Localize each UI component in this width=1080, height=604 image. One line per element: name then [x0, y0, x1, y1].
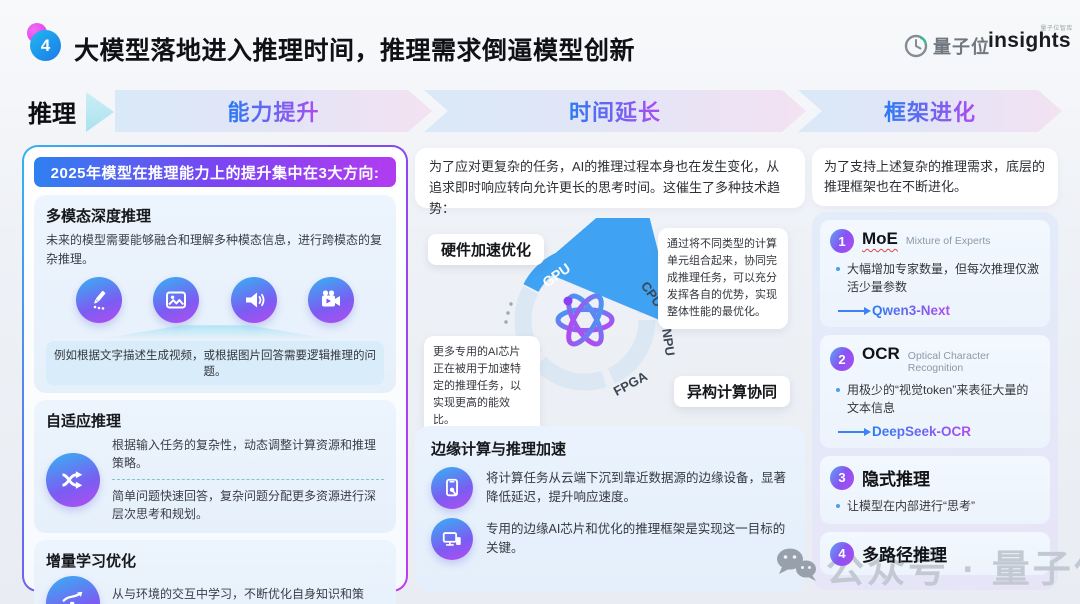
image-icon	[153, 277, 200, 324]
card-multipath: 4 多路径推理	[820, 532, 1050, 575]
gpu-arrow	[523, 218, 678, 328]
slide-number-badge: 4	[27, 23, 62, 62]
adaptive-line2: 简单问题快速回答，复杂问题分配更多资源进行深层次思考和规划。	[112, 489, 377, 522]
watermark-text: 公众号 · 量子位	[826, 549, 1080, 591]
shuffle-icon	[46, 452, 100, 507]
devices-icon	[431, 518, 473, 560]
edge-item-text: 专用的边缘AI芯片和优化的推理框架是实现这一目标的关键。	[486, 521, 786, 555]
card-number: 3	[830, 465, 854, 490]
edge-item: 将计算任务从云端下沉到靠近数据源的边缘设备，显著降低延迟，提升响应速度。	[431, 467, 789, 509]
flow-step-time: 时间延长	[424, 90, 806, 132]
insights-logo: 量子位智库 insights	[988, 26, 1072, 53]
insights-logo-sup: 量子位智库	[1040, 26, 1073, 32]
growth-chart-icon	[46, 576, 100, 604]
flow-step-capability: 能力提升	[115, 90, 432, 132]
framework-intro: 为了支持上述复杂的推理需求，底层的推理框架也在不断进化。	[812, 148, 1058, 206]
insights-logo-text: insights	[988, 29, 1071, 52]
qbitai-clock-icon	[904, 34, 928, 58]
bullet-dot	[836, 388, 840, 392]
atom-icon	[555, 293, 615, 347]
section-multimodal: 多模态深度推理 未来的模型需要能够融合和理解多种模态信息，进行跨模态的复杂推理。	[34, 195, 396, 394]
card-title: 隐式推理	[862, 470, 930, 489]
card-title: 多路径推理	[862, 546, 947, 565]
section-title: 多模态深度推理	[46, 208, 152, 225]
framework-cards: 1 MoE Mixture of Experts 大幅增加专家数量，但每次推理仅…	[812, 212, 1058, 590]
flow-step-label: 能力提升	[227, 95, 319, 127]
modality-icons-row	[46, 268, 384, 324]
card-subtitle: Optical Character Recognition	[907, 350, 990, 374]
flow-step-framework: 框架进化	[798, 90, 1062, 132]
bullet-dot	[836, 504, 840, 508]
card-title: MoE	[862, 229, 898, 248]
touch-device-icon	[431, 467, 473, 509]
card-bullet: 让模型在内部进行“思考”	[847, 499, 975, 513]
flow-step-label: 框架进化	[884, 95, 976, 127]
capability-panel-header: 2025年模型在推理能力上的提升集中在3大方向:	[34, 157, 396, 187]
card-bullet: 大幅增加专家数量，但每次推理仅激活少量参数	[847, 262, 1040, 294]
arrow-icon	[838, 427, 871, 436]
wechat-icon	[777, 548, 816, 581]
section-caption: 例如根据文字描述生成视频，或根据图片回答需要逻辑推理的问题。	[46, 341, 384, 386]
adaptive-line1: 根据输入任务的复杂性，动态调整计算资源和推理策略。	[112, 438, 377, 471]
hetero-compute-label: 异构计算协同	[674, 376, 791, 407]
edge-item-text: 将计算任务从云端下沉到靠近数据源的边缘设备，显著降低延迟，提升响应速度。	[486, 470, 787, 504]
card-implicit: 3 隐式推理 让模型在内部进行“思考”	[820, 456, 1050, 524]
model-link-label: DeepSeek-OCR	[872, 424, 972, 439]
edge-item: 专用的边缘AI芯片和优化的推理框架是实现这一目标的关键。	[431, 518, 789, 560]
card-subtitle: Mixture of Experts	[905, 235, 991, 247]
qbitai-logo: 量子位	[903, 33, 990, 59]
section-adaptive: 自适应推理 根据输入任务的复杂性，动态调整计算资源和推理策略。 简单问题快速回答…	[34, 400, 396, 534]
section-title: 增量学习优化	[46, 553, 137, 571]
bullet-dot	[836, 267, 840, 271]
card-number: 2	[830, 347, 854, 371]
video-icon	[308, 277, 355, 324]
card-bullet: 用极少的“视觉token”来表征大量的文本信息	[847, 383, 1029, 415]
ai-chip-note: 更多专用的AI芯片正在被用于加速特定的推理任务，以实现更高的能效比。	[424, 336, 540, 438]
capability-panel: 2025年模型在推理能力上的提升集中在3大方向: 多模态深度推理 未来的模型需要…	[22, 145, 408, 604]
edge-card-title: 边缘计算与推理加速	[431, 441, 567, 458]
model-link-deepseekocr[interactable]: DeepSeek-OCR	[838, 424, 1040, 439]
model-link-qwen3next[interactable]: Qwen3-Next	[838, 303, 1040, 318]
flow-triangle	[86, 92, 114, 132]
model-link-label: Qwen3-Next	[872, 303, 951, 318]
card-ocr: 2 OCR Optical Character Recognition 用极少的…	[820, 335, 1050, 448]
badge-number: 4	[30, 30, 61, 61]
section-incremental: 增量学习优化 从与环境的交互中学习，不断优化自身知识和策略，而非持续停留在固定训…	[34, 540, 396, 604]
flow-root-label: 推理	[28, 101, 76, 128]
card-moe: 1 MoE Mixture of Experts 大幅增加专家数量，但每次推理仅…	[820, 220, 1050, 327]
watermark: 公众号 · 量子位	[774, 538, 1080, 593]
qbitai-logo-text: 量子位	[933, 37, 990, 57]
hetero-note: 通过将不同类型的计算单元组合起来，协同完成推理任务，可以充分发挥各自的优势，实现…	[658, 228, 788, 330]
card-number: 1	[830, 229, 854, 253]
megaphone-icon	[230, 277, 277, 324]
hw-accel-label: 硬件加速优化	[428, 234, 545, 265]
incremental-desc: 从与环境的交互中学习，不断优化自身知识和策略，而非持续停留在固定训练数据上。	[112, 587, 365, 602]
card-title: OCR	[862, 344, 900, 363]
section-desc: 未来的模型需要能够融合和理解多种模态信息，进行跨模态的复杂推理。	[46, 233, 383, 266]
edge-computing-card: 边缘计算与推理加速 将计算任务从云端下沉到靠近数据源的边缘设备，显著降低延迟，提…	[415, 426, 805, 592]
page-title: 大模型落地进入推理时间，推理需求倒逼模型创新	[74, 37, 636, 65]
arrow-icon	[838, 306, 871, 315]
card-number: 4	[830, 541, 854, 566]
pencil-icon	[75, 277, 122, 324]
section-title: 自适应推理	[46, 413, 122, 431]
flow-step-label: 时间延长	[569, 95, 661, 127]
middle-intro: 为了应对更复杂的任务，AI的推理过程本身也在发生变化，从追求即时响应转向允许更长…	[415, 148, 805, 216]
chip-label-npu: NPU	[659, 328, 678, 357]
beam-glow	[98, 325, 332, 340]
dashed-divider	[112, 479, 384, 481]
